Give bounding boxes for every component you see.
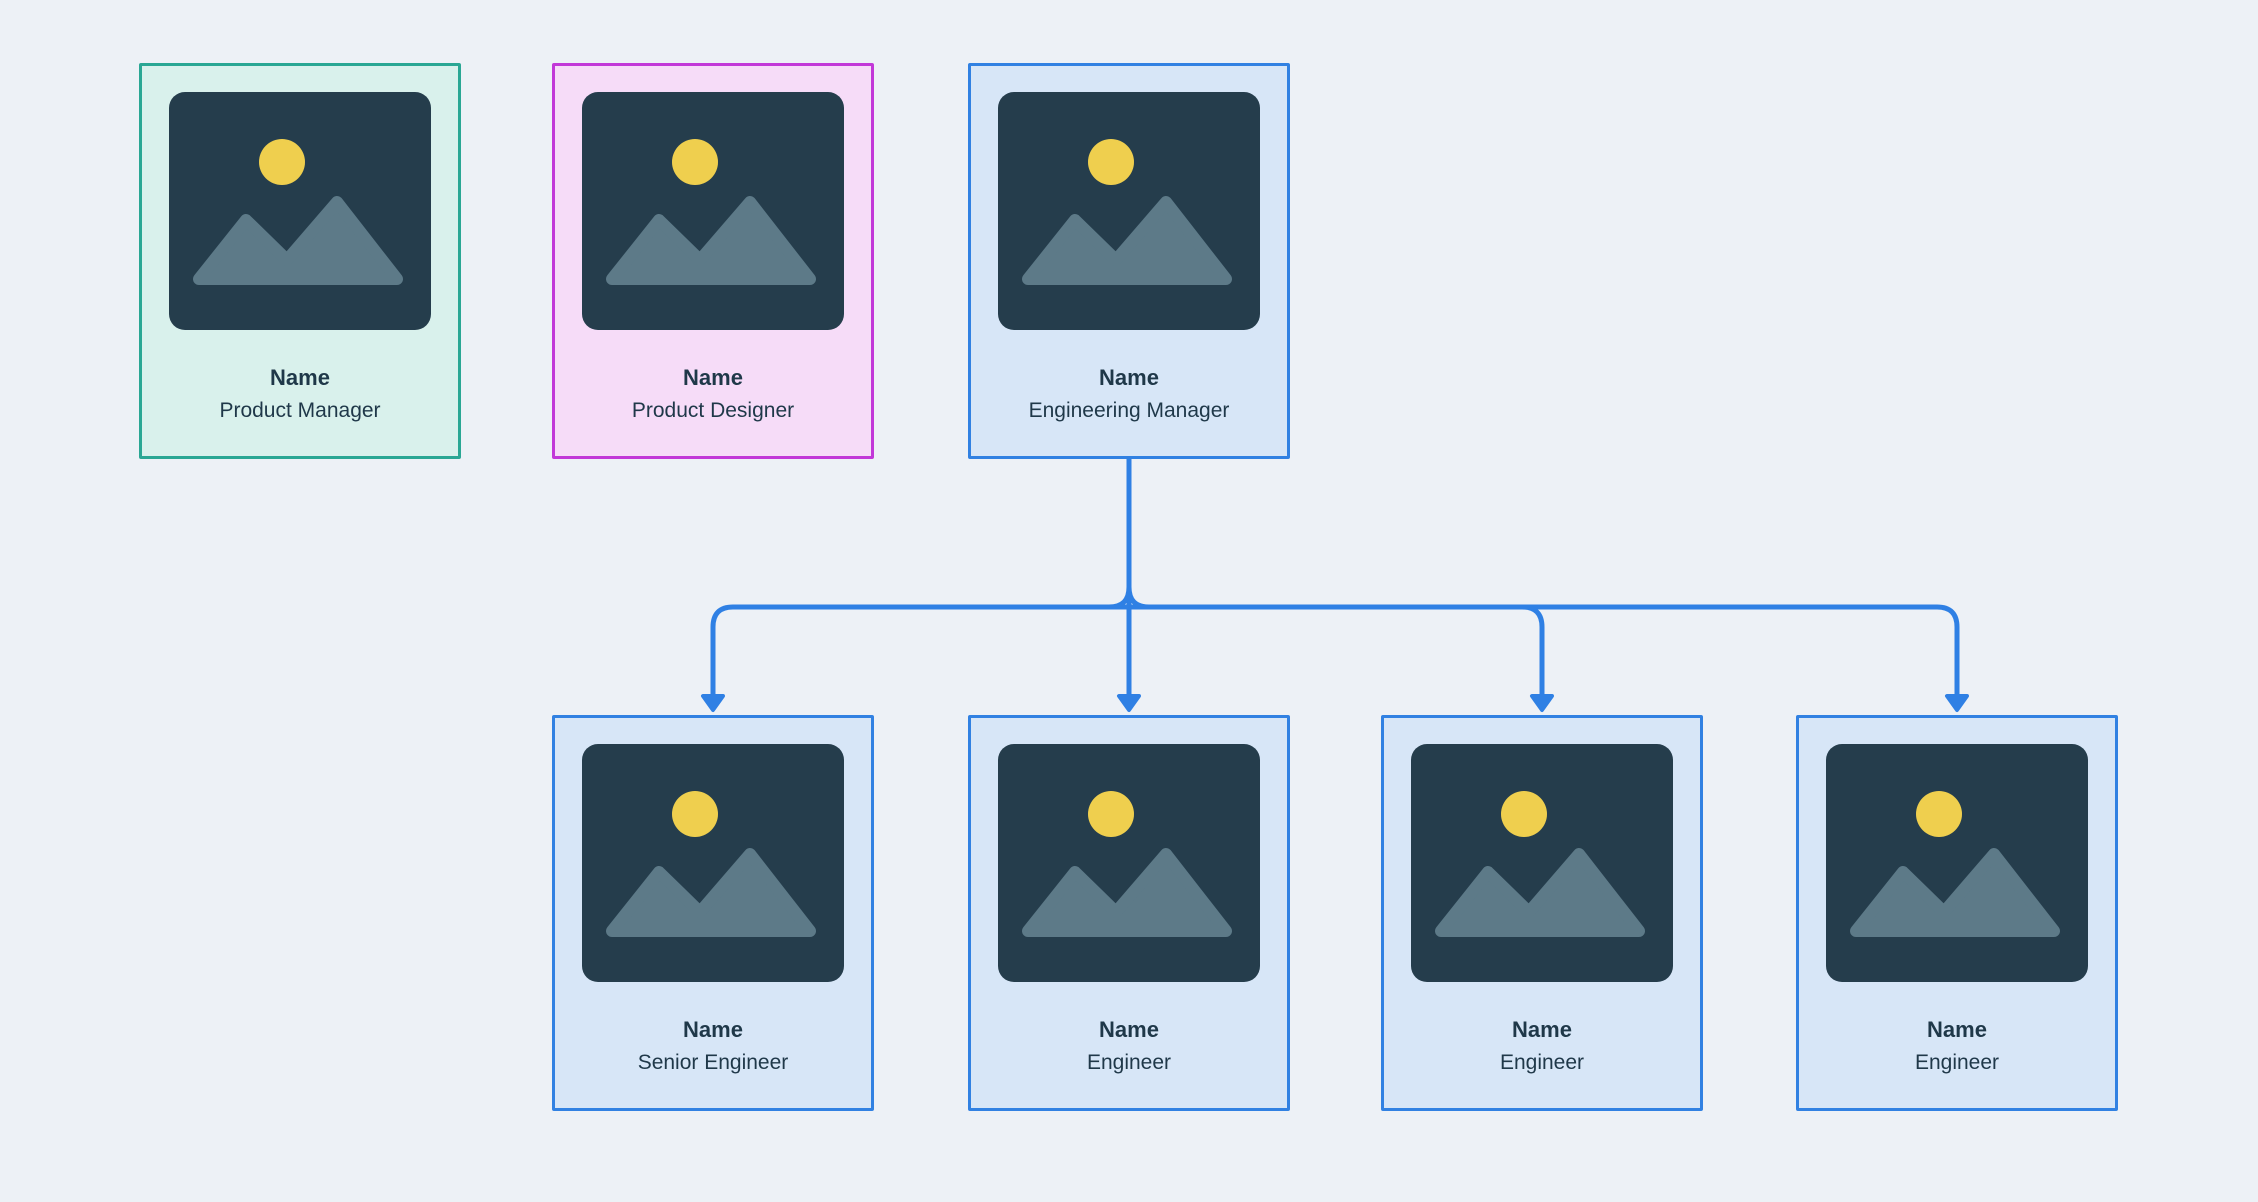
image-placeholder-icon — [169, 92, 431, 330]
person-name: Name — [1099, 1017, 1159, 1042]
person-role: Product Manager — [219, 398, 381, 422]
person-role: Engineer — [1499, 1050, 1585, 1074]
person-role: Engineer — [1086, 1050, 1172, 1074]
person-name: Name — [270, 365, 330, 390]
org-card-senior-engineer[interactable]: Name Senior Engineer — [552, 715, 874, 1111]
person-name: Name — [1099, 365, 1159, 390]
org-card-engineer-2[interactable]: Name Engineer — [1381, 715, 1703, 1111]
person-role: Engineer — [1914, 1050, 2000, 1074]
image-placeholder-icon — [582, 744, 844, 982]
person-role: Senior Engineer — [637, 1050, 789, 1074]
org-card-product-manager[interactable]: Name Product Manager — [139, 63, 461, 459]
person-name: Name — [683, 1017, 743, 1042]
image-placeholder-icon — [1411, 744, 1673, 982]
person-role: Engineering Manager — [1028, 398, 1230, 422]
person-name: Name — [1927, 1017, 1987, 1042]
org-card-engineering-manager[interactable]: Name Engineering Manager — [968, 63, 1290, 459]
branch-line-engineer-2 — [1521, 604, 1545, 698]
org-card-product-designer[interactable]: Name Product Designer — [552, 63, 874, 459]
person-name: Name — [1512, 1017, 1572, 1042]
image-placeholder-icon — [998, 744, 1260, 982]
arrow-down-icon — [1117, 694, 1141, 712]
org-card-engineer-1[interactable]: Name Engineer — [968, 715, 1290, 1111]
image-placeholder-icon — [582, 92, 844, 330]
arrowheads — [701, 694, 1969, 712]
junction-fillets — [1108, 586, 1150, 610]
image-placeholder-icon — [1826, 744, 2088, 982]
image-placeholder-icon — [998, 92, 1260, 330]
arrow-down-icon — [701, 694, 725, 712]
person-role: Product Designer — [631, 398, 795, 422]
arrow-down-icon — [1945, 694, 1969, 712]
person-name: Name — [683, 365, 743, 390]
children-branch-line — [710, 604, 1960, 698]
org-card-engineer-3[interactable]: Name Engineer — [1796, 715, 2118, 1111]
arrow-down-icon — [1530, 694, 1554, 712]
